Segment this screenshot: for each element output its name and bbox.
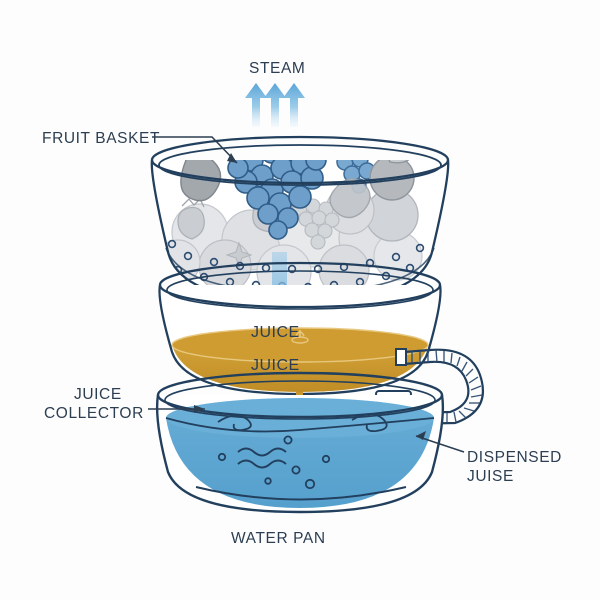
label-fruit-basket: FRUIT BASKET [42,130,160,147]
label-water-pan: WATER PAN [231,530,326,547]
label-dispensed-line2: JUISE [467,468,514,485]
steam-arrow-icon-2 [264,83,286,127]
label-juice-bottom: JUICE [251,357,300,374]
leader-lines [148,136,465,453]
steam-arrows-group [245,83,305,127]
juice-collector[interactable] [158,261,442,396]
steam-arrow-icon-3 [283,83,305,127]
label-dispensed-line1: DISPENSED [467,449,562,466]
collector-contents [171,327,429,392]
label-juice-collector-line2: COLLECTOR [44,405,144,422]
fruit-basket[interactable] [150,116,450,304]
water-bubbles [217,435,331,490]
steam-arrow-icon-1 [245,83,267,127]
water-pan[interactable] [155,371,445,514]
label-steam: STEAM [249,60,305,77]
water-ripples [237,447,287,469]
label-juice-top: JUICE [251,324,300,341]
label-juice-collector-line1: JUICE [74,386,122,403]
